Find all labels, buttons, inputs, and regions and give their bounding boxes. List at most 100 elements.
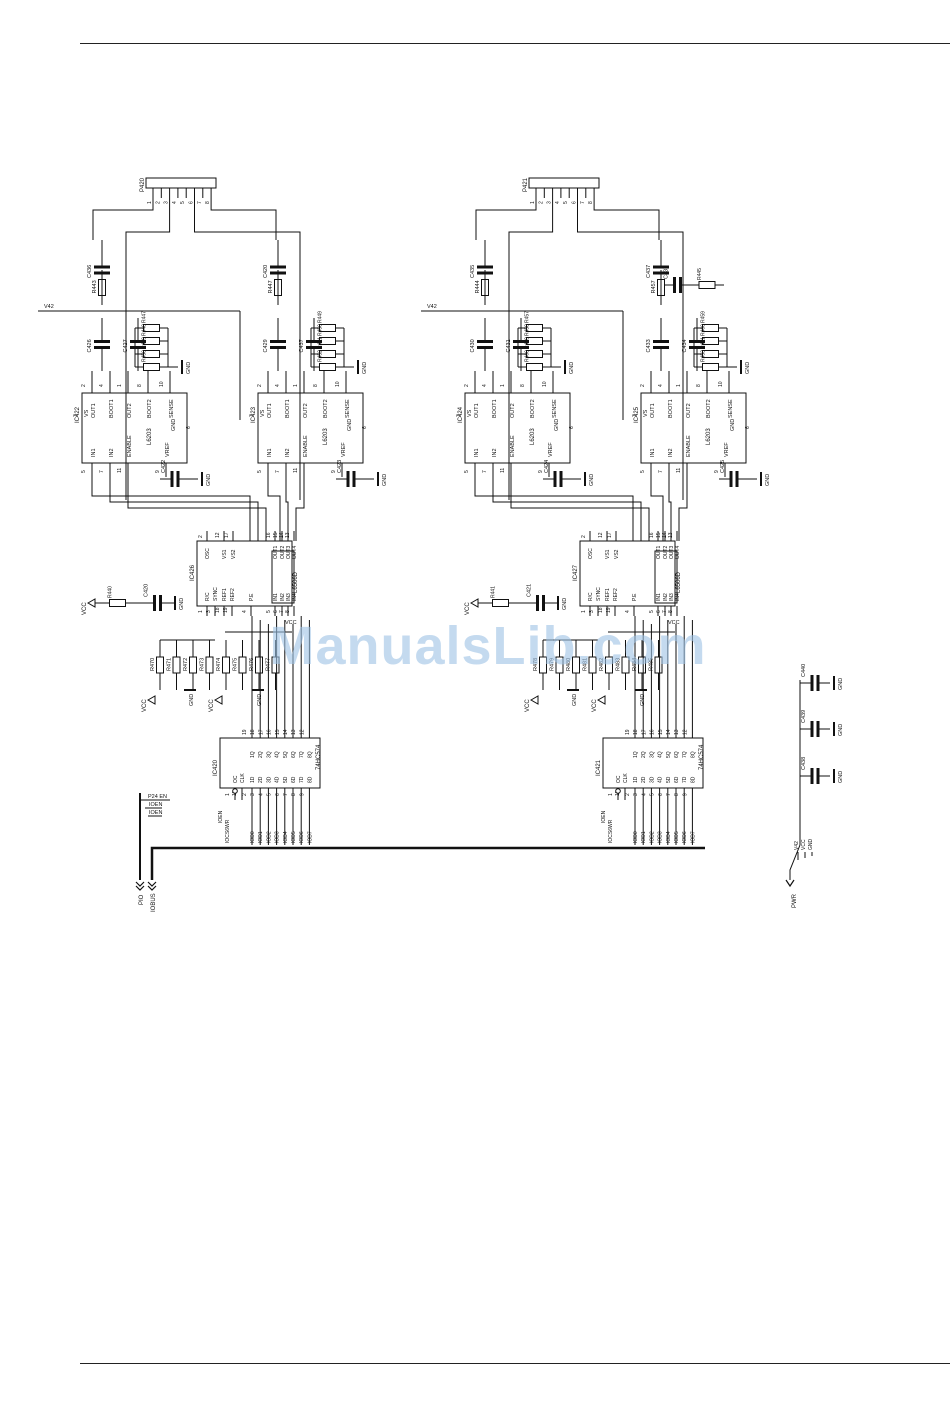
sense-resistor: [319, 363, 336, 371]
controller-ic427-pin-label: IN2: [663, 593, 669, 601]
latch-ic421-q-label: 3Q: [649, 751, 655, 758]
divider-resistor-label: R471: [167, 658, 173, 671]
controller-ic427-pin-num: 19: [606, 607, 612, 613]
driver-ic424-gnd-num: 6: [569, 426, 575, 429]
latch-ic420-pin-num: 7: [283, 793, 289, 796]
latch-ic421-part: 74HC574: [699, 744, 705, 770]
controller-ic427-pin-label: R/C: [588, 592, 594, 601]
driver-ic422-pin-num: 11: [117, 468, 123, 473]
bus-arrow-icon: [135, 881, 145, 887]
controller-ic426-pin-label: IN1: [273, 593, 279, 601]
driver-ic424-pin-num: 10: [542, 381, 548, 387]
latch-ic420-q-num: 19: [242, 729, 248, 735]
snubber-capacitor-label: C420: [263, 265, 269, 278]
sense-resistor-label: R460: [701, 324, 707, 336]
vcc-arrow-icon-label: VCC: [592, 699, 598, 712]
driver-ic424-pin-label: OUT1: [474, 403, 480, 418]
driver-ic425-pin-label: IN1: [650, 448, 656, 457]
controller-ic427-pin-num: 8: [668, 610, 674, 613]
driver-ic422-vs-num: 3: [73, 414, 79, 417]
latch-ic420-bus-label: IOD0: [250, 831, 256, 843]
vcc-arrow-icon: [146, 695, 156, 705]
io-bus: [150, 846, 705, 880]
driver-ic423-vs-label: VS: [260, 409, 266, 417]
latch-ic421-pin-label: 3D: [649, 776, 655, 783]
driver-ic423-pin-num: 5: [257, 470, 263, 473]
vcc-arrow-icon-label: VCC: [209, 699, 215, 712]
driver-ic425-pin-num: 5: [640, 470, 646, 473]
driver-ic425-ref: IC425: [634, 406, 640, 423]
bus-arrow-icon: [147, 881, 157, 887]
divider-resistor-label: R474: [216, 658, 222, 671]
driver-ic423-ref: IC423: [251, 406, 257, 423]
latch-ic420-pin-num: 8: [291, 793, 297, 796]
pwr-arrow-icon: [785, 879, 795, 888]
driver-ic424-part: L6203: [530, 428, 536, 445]
controller-ic426-pin-label: IN2: [280, 593, 286, 601]
driver-ic425-pin-label: BOOT1: [668, 399, 674, 418]
sense-resistor: [143, 363, 160, 371]
sense-resistor-label: R447: [142, 311, 148, 323]
vref-ground-label: GND: [765, 474, 771, 486]
pwr-label: PWR: [792, 893, 798, 908]
controller-ic426-pin-num: 18: [215, 607, 221, 613]
controller-ic427-pin-label: SYNC: [596, 587, 602, 601]
coupling-capacitor-label: C437: [664, 266, 670, 279]
vref-ground-label: GND: [589, 474, 595, 486]
sense-ground-label: GND: [362, 362, 368, 374]
p420-ref: P420: [140, 177, 146, 192]
driver-ic423-pin-label: IN1: [267, 448, 273, 457]
driver-ic424-pin-num: 7: [482, 470, 488, 473]
controller-ic427: [579, 540, 676, 607]
controller-ic427-pin-num: 5: [649, 610, 655, 613]
boot-capacitor-label: C433: [646, 339, 652, 352]
driver-ic422-pin-num: 10: [159, 381, 165, 387]
driver-ic424-vs-label: VS: [467, 409, 473, 417]
controller-ic426-pin-num: 5: [266, 610, 272, 613]
driver-ic424-pin-label: BOOT1: [492, 399, 498, 418]
driver-ic423-pin-num: 2: [257, 384, 263, 387]
latch-ic420-q-label: 2Q: [258, 751, 264, 758]
driver-ic422-gnd-label: GND: [171, 419, 177, 431]
driver-ic425-pin-num: 7: [658, 470, 664, 473]
vref-capacitor-label: C425: [720, 460, 726, 473]
latch-ic420-bus-label: IOD2: [266, 831, 272, 843]
latch-ic420-pin-num: 6: [275, 793, 281, 796]
divider-ground-label: GND: [572, 694, 578, 706]
controller-ic426-pin-label: P.E: [249, 593, 255, 601]
latch-ic420-pin-label: OC: [233, 775, 239, 783]
latch-ic420-q-num: 16: [267, 729, 273, 735]
driver-ic422-pin-label: IN2: [109, 448, 115, 457]
driver-ic424-pin-num: 9: [538, 470, 544, 473]
sense-resistor-label: R461: [701, 337, 707, 349]
latch-ic420-pin-label: 5D: [283, 776, 289, 783]
driver-ic423-gnd-label: GND: [347, 419, 353, 431]
sense-ground-label: GND: [745, 362, 751, 374]
latch-ic421-q-label: 8Q: [690, 751, 696, 758]
controller-ic426-pin-label: VS2: [231, 549, 237, 559]
vref-ground-label: GND: [206, 474, 212, 486]
driver-ic422-pin-num: 7: [99, 470, 105, 473]
driver-ic423-part: L6203: [323, 428, 329, 445]
latch-ic421-pin-label: 8D: [690, 776, 696, 783]
iobus-label: IOBUS: [151, 893, 157, 912]
latch-ic421-bus-label: IOD7: [690, 831, 696, 843]
controller-ic427-pin-label: REF2: [613, 588, 619, 601]
controller-ic426-pin-num: 2: [198, 535, 204, 538]
vcc-label: VCC: [668, 620, 680, 626]
top-rule: [80, 43, 950, 44]
drv-in-wire: [295, 477, 305, 541]
sense-resistor-label: R452: [318, 350, 324, 362]
driver-ic424-vs-num: 3: [456, 414, 462, 417]
boot-capacitor-label: C430: [470, 339, 476, 352]
p421-pin-num: 7: [580, 201, 586, 204]
p421-pin-num: 4: [555, 201, 561, 204]
latch-ic420-pin-num: 9: [299, 793, 305, 796]
vcc-arrow-icon: [213, 695, 223, 705]
drv-in-wire: [267, 477, 281, 541]
p420-pin-num: 5: [180, 201, 186, 204]
driver-ic425-pin-num: 4: [658, 384, 664, 387]
divider-resistor-label: R480: [566, 658, 572, 671]
drv-in-wire: [474, 477, 634, 541]
driver-ic424-pin-label: SENSE: [552, 399, 558, 418]
